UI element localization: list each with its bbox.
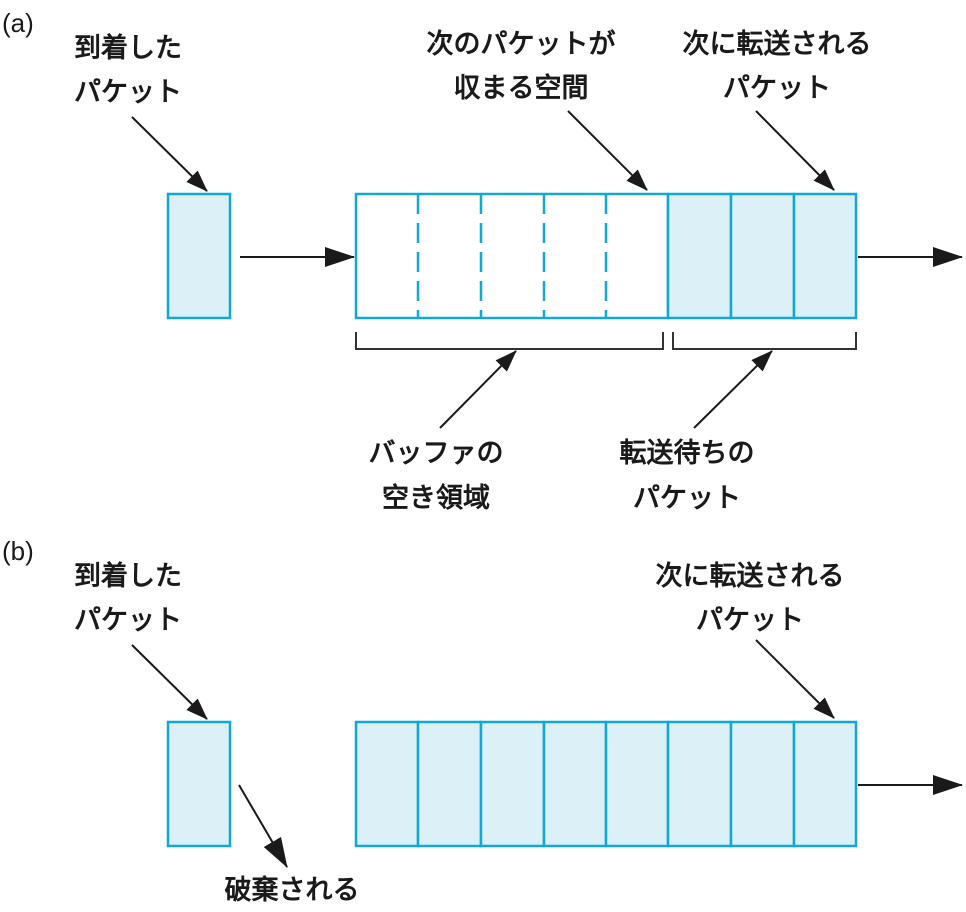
free-space-pointer-arrow <box>439 350 517 429</box>
arrived-packet-b-label-line2: パケット <box>74 605 182 636</box>
panel-a-tag: (a) <box>2 8 34 38</box>
panel-b: (b) 到着した パケット 破棄される 次に転送される パケット <box>2 536 963 906</box>
next-transmit-label-line2: パケット <box>723 73 831 104</box>
queued-packet <box>604 720 670 848</box>
queued-packet <box>666 720 733 848</box>
arriving-packet <box>166 192 232 320</box>
arriving-packet-b <box>166 720 232 848</box>
queued-packet <box>416 720 483 848</box>
next-transmit-label-line1: 次に転送される <box>683 29 872 60</box>
queued-packet <box>479 720 546 848</box>
panel-a: (a) 到着した パケット 次のパケットが 収まる空間 次に転送される パケット <box>2 8 963 514</box>
arrived-packet-b-label-line1: 到着した <box>74 560 182 592</box>
queued-packet <box>729 720 796 848</box>
arrived-packet-b-pointer-arrow <box>131 644 208 720</box>
discard-arrow <box>238 784 288 868</box>
next-space-pointer-arrow <box>567 110 648 191</box>
waiting-pointer-arrow <box>693 350 773 429</box>
arrived-packet-label-line2: パケット <box>74 77 182 108</box>
waiting-packets-bracket <box>672 332 857 350</box>
queued-packet <box>666 192 733 320</box>
next-transmit-pointer-arrow <box>755 110 835 191</box>
arrived-packet-label-line1: 到着した <box>74 32 182 64</box>
buffer-free-area <box>354 192 670 320</box>
free-space-bracket <box>355 332 664 350</box>
free-space-label-line1: バッファの <box>369 438 504 469</box>
next-to-transmit-packet <box>792 192 858 320</box>
panel-b-tag: (b) <box>2 536 34 566</box>
next-transmit-b-label-line2: パケット <box>696 605 804 636</box>
discarded-label: 破棄される <box>225 875 360 906</box>
waiting-label-line1: 転送待ちの <box>620 438 755 469</box>
buffer-a <box>354 192 858 320</box>
waiting-label-line2: パケット <box>633 483 741 514</box>
next-transmit-b-pointer-arrow <box>755 639 835 719</box>
next-space-label-line2: 収まる空間 <box>454 72 589 104</box>
queued-packet <box>729 192 796 320</box>
next-to-transmit-packet-b <box>792 720 858 848</box>
next-transmit-b-label-line1: 次に転送される <box>656 561 845 592</box>
next-space-label-line1: 次のパケットが <box>427 28 616 60</box>
arrived-packet-pointer-arrow <box>131 116 208 192</box>
queued-packet <box>542 720 608 848</box>
buffer-b <box>354 720 858 848</box>
queued-packet <box>354 720 420 848</box>
free-space-label-line2: 空き領域 <box>382 482 490 514</box>
